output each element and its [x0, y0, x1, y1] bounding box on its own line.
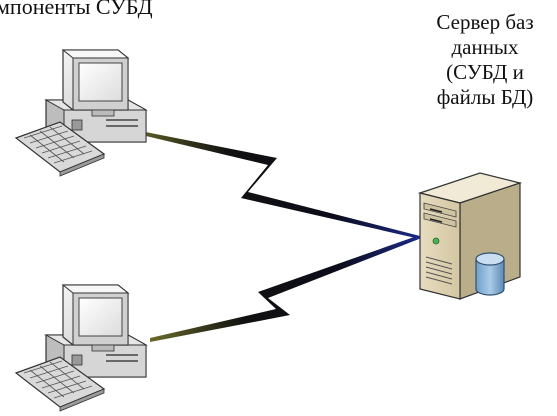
desktop-computer-icon: [14, 49, 148, 177]
diagram-title: мпоненты СУБД: [0, 0, 153, 19]
desktop-computer-icon: [14, 284, 148, 412]
connection-link-2: [150, 236, 419, 342]
server-label-line-1: Сервер баз: [436, 10, 534, 34]
server-label-line-4: файлы БД): [436, 85, 534, 109]
server-label: Сервер баз данных (СУБД и файлы БД): [410, 10, 557, 110]
server-label-line-2: данных: [451, 35, 519, 59]
connection-link-1: [125, 128, 420, 239]
server-tower-icon: [417, 172, 523, 300]
server-label-line-3: (СУБД и: [446, 60, 524, 84]
database-cylinder-icon: [475, 252, 505, 296]
